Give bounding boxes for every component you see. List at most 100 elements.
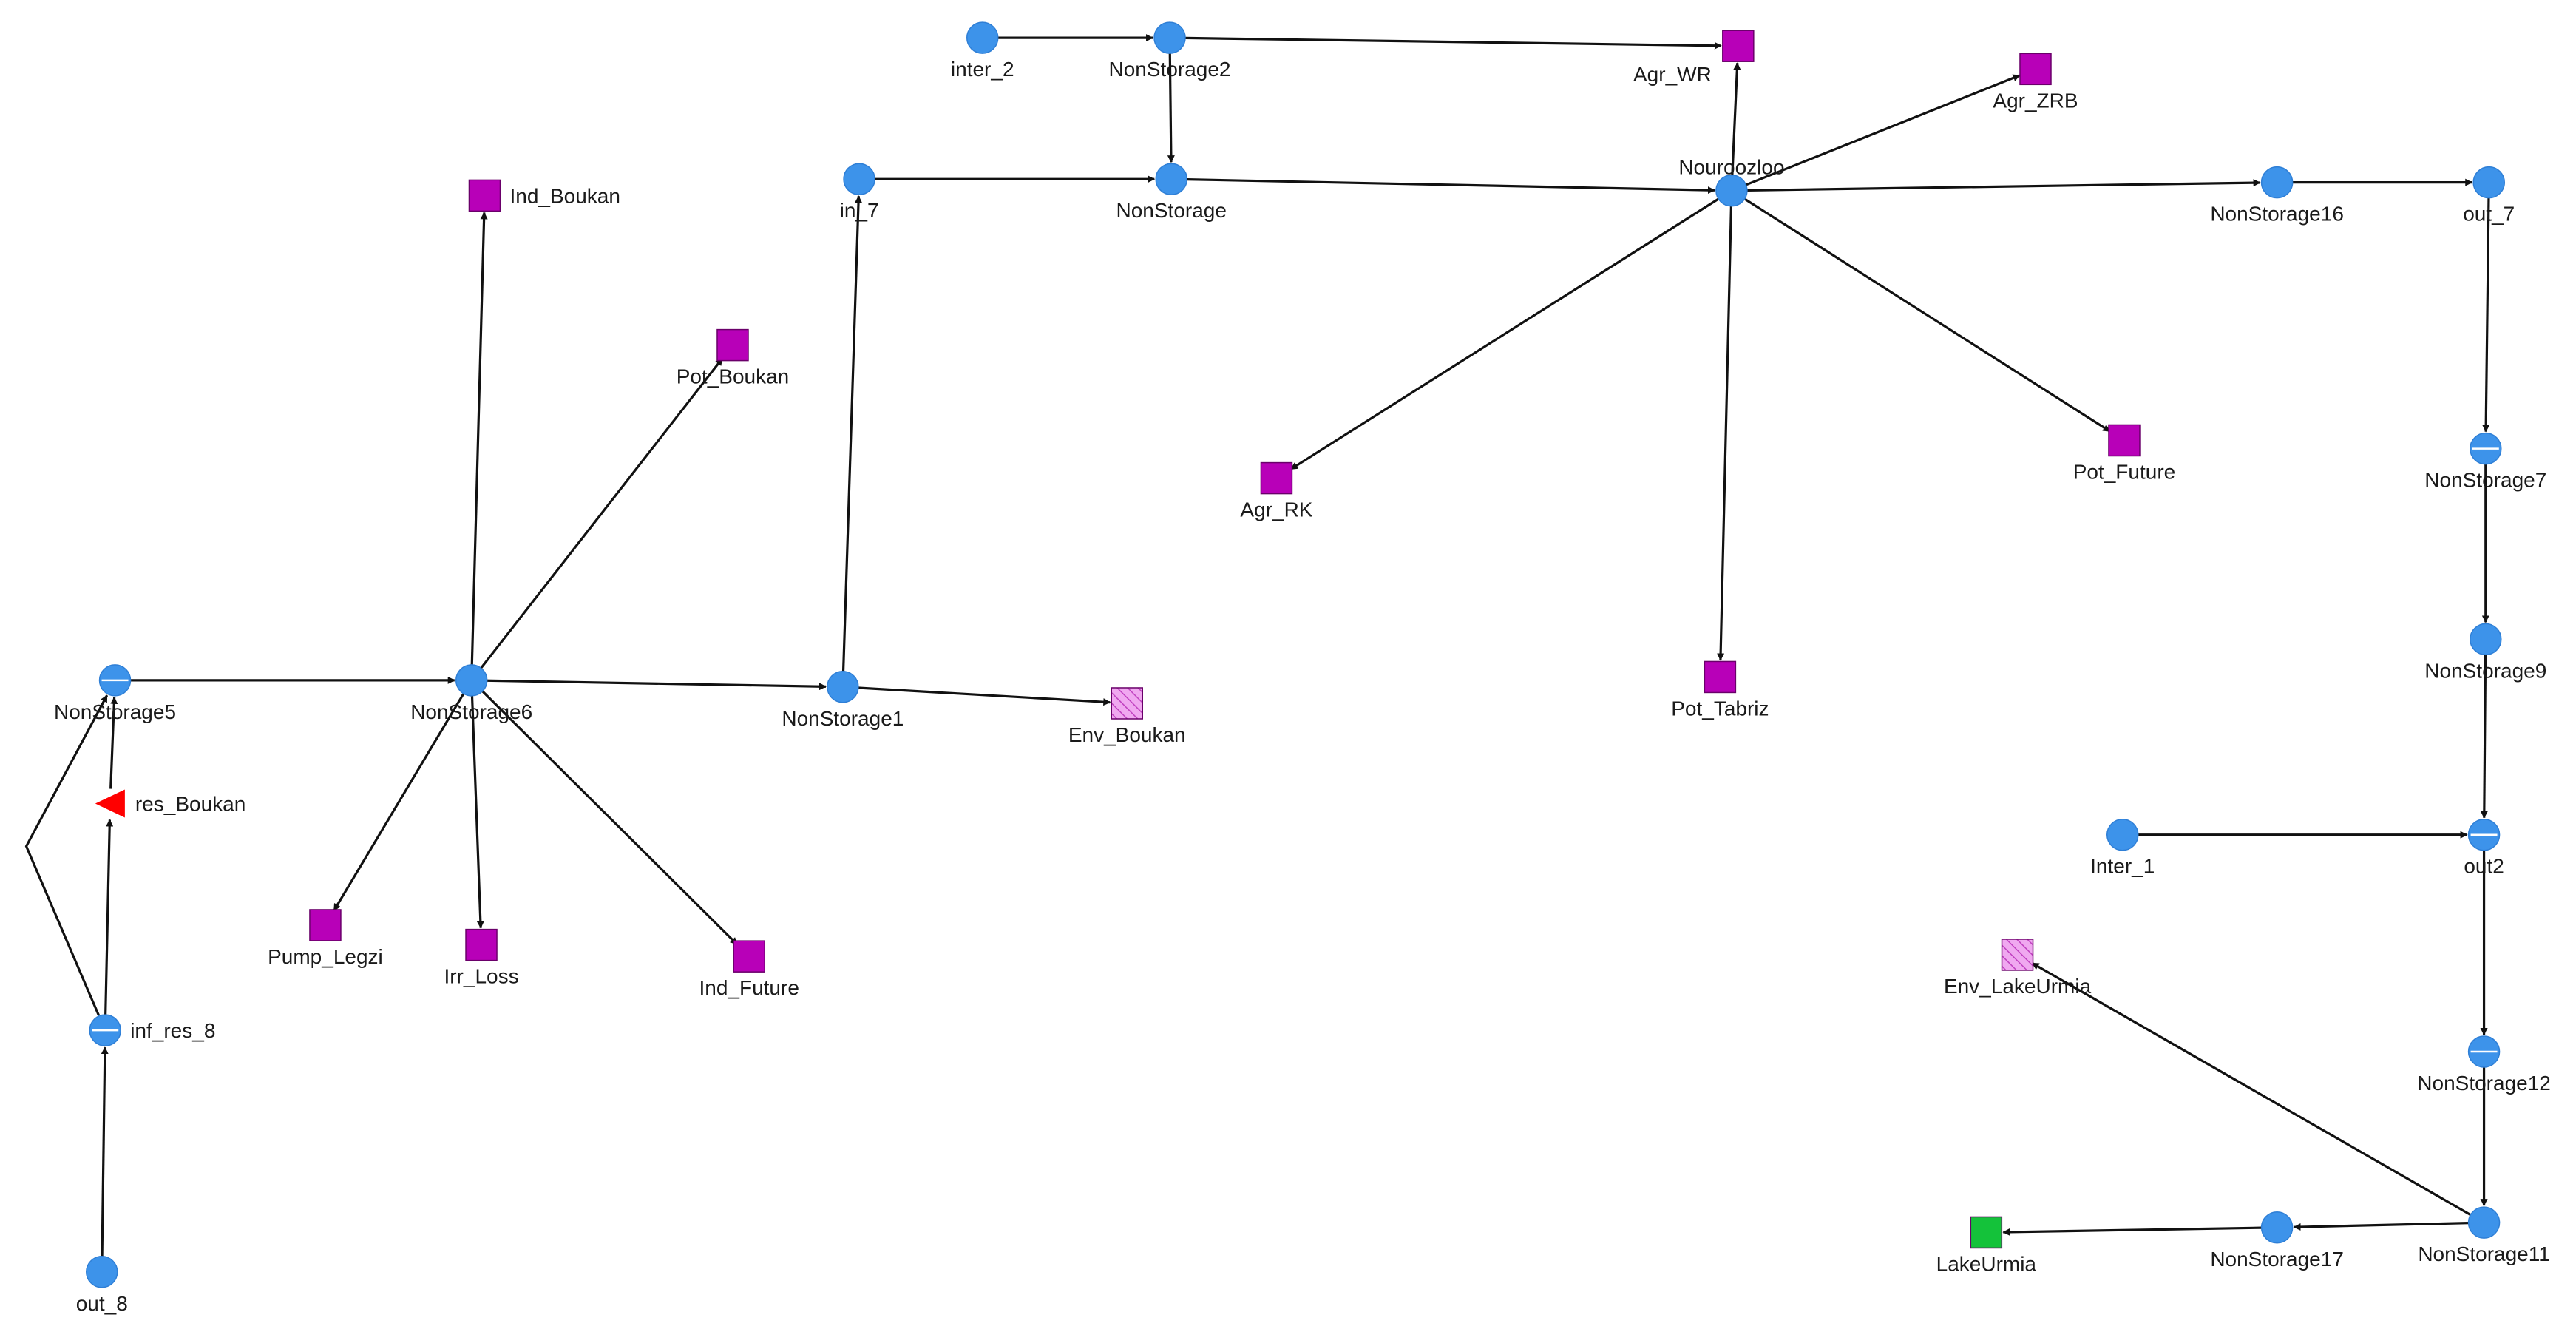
edge-inf_res_8-to-res_boukan	[104, 819, 114, 1015]
node-nonstorage16[interactable]: NonStorage16	[2210, 166, 2344, 226]
in_7-circle-marker[interactable]	[843, 163, 875, 195]
nonstorage16-circle-marker[interactable]	[2260, 166, 2294, 199]
node-agr_rk[interactable]: Agr_RK	[1240, 461, 1313, 521]
out_8-circle-marker[interactable]	[86, 1256, 118, 1288]
node-out_7[interactable]: out_7	[2463, 166, 2515, 226]
agr_zrb-square-marker[interactable]	[2019, 53, 2052, 86]
inter_2-circle-marker[interactable]	[966, 21, 999, 54]
node-agr_wr[interactable]: Agr_WR	[1633, 30, 1755, 86]
nouroozloo-circle-marker[interactable]	[1715, 174, 1748, 207]
ind_future-square-marker[interactable]	[733, 940, 765, 973]
edge-nouroozloo-to-agr_rk	[1290, 197, 1720, 470]
node-pot_boukan[interactable]: Pot_Boukan	[677, 328, 790, 388]
pot_tabriz-square-marker[interactable]	[1704, 660, 1737, 694]
node-lakeurmia[interactable]: LakeUrmia	[1936, 1216, 2037, 1275]
nonstorage5-label: NonStorage5	[54, 700, 176, 723]
node-env_lakeurmia[interactable]: Env_LakeUrmia	[1944, 939, 2092, 998]
node-nonstorage9[interactable]: NonStorage9	[2424, 623, 2546, 682]
env_lakeurmia-square-marker[interactable]	[2001, 939, 2034, 971]
agr_rk-square-marker[interactable]	[1260, 461, 1293, 495]
nonstorage9-circle-marker[interactable]	[2470, 623, 2502, 656]
pot_boukan-label: Pot_Boukan	[677, 365, 790, 388]
node-nonstorage6[interactable]: NonStorage6	[410, 664, 532, 723]
pot_boukan-square-marker[interactable]	[716, 328, 749, 362]
irr_loss-square-marker[interactable]	[465, 928, 498, 961]
env_boukan-square-marker[interactable]	[1111, 687, 1143, 720]
node-agr_zrb[interactable]: Agr_ZRB	[1993, 53, 2078, 112]
node-nonstorage[interactable]: NonStorage	[1116, 163, 1227, 222]
node-irr_loss[interactable]: Irr_Loss	[444, 928, 519, 988]
node-ind_future[interactable]: Ind_Future	[699, 940, 799, 999]
res_boukan-triangle-marker[interactable]	[95, 789, 125, 818]
ind_future-label: Ind_Future	[699, 976, 799, 999]
node-inter_2[interactable]: inter_2	[951, 21, 1014, 81]
pot_future-square-marker[interactable]	[2108, 424, 2141, 457]
out_7-circle-marker[interactable]	[2472, 166, 2505, 199]
out_7-label: out_7	[2463, 203, 2515, 226]
edge-nonstorage11-to-env_lakeurmia	[2031, 962, 2472, 1217]
nonstorage6-circle-marker[interactable]	[455, 664, 488, 697]
nonstorage17-label: NonStorage17	[2210, 1248, 2344, 1271]
ind_boukan-label: Ind_Boukan	[509, 184, 620, 207]
edge-nonstorage1-to-in_7	[841, 195, 863, 672]
nonstorage12-label: NonStorage12	[2417, 1072, 2551, 1095]
edge-out_8-to-inf_res_8	[101, 1046, 109, 1257]
node-nonstorage1[interactable]: NonStorage1	[782, 671, 904, 730]
node-nonstorage17[interactable]: NonStorage17	[2210, 1211, 2344, 1271]
pump_legzi-square-marker[interactable]	[309, 909, 342, 941]
nonstorage11-circle-marker[interactable]	[2467, 1206, 2501, 1239]
nonstorage6-label: NonStorage6	[410, 700, 532, 723]
pump_legzi-label: Pump_Legzi	[268, 945, 383, 968]
edges-layer	[24, 34, 2490, 1257]
edge-nonstorage-to-nouroozloo	[1187, 178, 1715, 195]
node-pot_tabriz[interactable]: Pot_Tabriz	[1671, 660, 1769, 720]
res_boukan-label: res_Boukan	[135, 793, 245, 816]
edge-nonstorage17-to-lakeurmia	[2002, 1226, 2262, 1236]
nonstorage1-circle-marker[interactable]	[827, 671, 859, 703]
nonstorage17-circle-marker[interactable]	[2260, 1211, 2294, 1244]
node-env_boukan[interactable]: Env_Boukan	[1068, 687, 1186, 746]
node-nonstorage2[interactable]: NonStorage2	[1109, 21, 1231, 81]
node-ind_boukan[interactable]: Ind_Boukan	[468, 179, 620, 212]
nonstorage-circle-marker[interactable]	[1155, 163, 1187, 195]
inter_1-circle-marker[interactable]	[2106, 818, 2139, 851]
nonstorage7-label: NonStorage7	[2424, 469, 2546, 492]
node-inter_1[interactable]: Inter_1	[2090, 818, 2155, 878]
edge-nonstorage2-to-agr_wr	[1184, 36, 1722, 50]
node-inf_res_8[interactable]: inf_res_8	[89, 1014, 215, 1046]
node-nouroozloo[interactable]: Nouroozloo	[1678, 156, 1785, 207]
node-res_boukan[interactable]: res_Boukan	[95, 789, 245, 818]
edge-inf_res_8-to-nonstorage5	[24, 694, 109, 1031]
edge-nouroozloo-to-agr_zrb	[1745, 74, 2021, 186]
node-pot_future[interactable]: Pot_Future	[2073, 424, 2176, 483]
node-out_8[interactable]: out_8	[76, 1256, 128, 1315]
node-in_7[interactable]: in_7	[840, 163, 879, 222]
agr_wr-square-marker[interactable]	[1722, 30, 1755, 62]
lakeurmia-label: LakeUrmia	[1936, 1252, 2037, 1275]
edge-nouroozloo-to-nonstorage16	[1746, 179, 2261, 192]
node-nonstorage7[interactable]: NonStorage7	[2424, 432, 2546, 492]
nonstorage2-circle-marker[interactable]	[1153, 21, 1186, 54]
in_7-label: in_7	[840, 199, 879, 222]
lakeurmia-square-marker[interactable]	[1970, 1216, 2003, 1249]
irr_loss-label: Irr_Loss	[444, 965, 518, 988]
edge-nonstorage6-to-ind_future	[481, 690, 739, 946]
nonstorage9-label: NonStorage9	[2424, 659, 2546, 682]
ind_boukan-square-marker[interactable]	[468, 179, 501, 212]
node-out2[interactable]: out2	[2464, 818, 2504, 878]
node-nonstorage5[interactable]: NonStorage5	[54, 664, 176, 723]
node-nonstorage12[interactable]: NonStorage12	[2417, 1035, 2551, 1095]
edge-nonstorage6-to-pot_boukan	[480, 357, 724, 669]
edge-nouroozloo-to-pot_tabriz	[1717, 206, 1733, 661]
pot_future-label: Pot_Future	[2073, 460, 2176, 483]
edge-nonstorage6-to-nonstorage1	[487, 679, 827, 691]
agr_rk-label: Agr_RK	[1240, 498, 1312, 521]
node-pump_legzi[interactable]: Pump_Legzi	[268, 909, 383, 968]
node-nonstorage11[interactable]: NonStorage11	[2418, 1206, 2550, 1265]
edge-nonstorage11-to-nonstorage17	[2293, 1222, 2469, 1231]
out_8-label: out_8	[76, 1292, 128, 1315]
edge-nonstorage9-to-out2	[2480, 655, 2488, 819]
nonstorage-label: NonStorage	[1116, 199, 1227, 222]
